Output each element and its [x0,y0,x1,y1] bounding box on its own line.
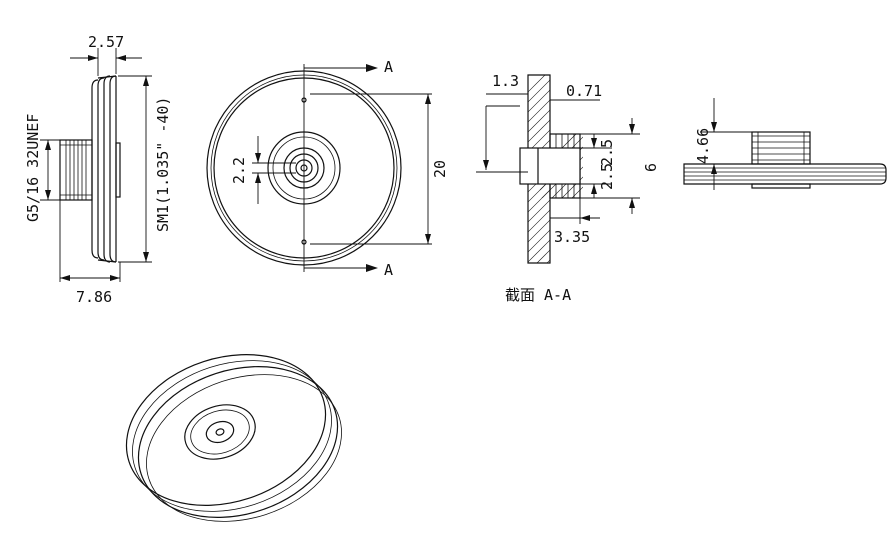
dim-hole-diameter: 2.2 [230,157,248,184]
section-marker-bottom: A [384,261,393,279]
dim-section-thread: 6 [642,163,660,172]
dim-side-width: 2.57 [88,33,124,51]
dim-section-depth: 0.71 [566,82,602,100]
section-marker-top: A [384,58,393,76]
dim-section-inner-lower: 2.5 [598,163,616,190]
sm1-thread-label: SM1(1.035" -40) [154,97,172,232]
thread-spec-label: G5/16 32UNEF [24,114,42,222]
right-view: 4.66 [683,98,887,190]
isometric-view [125,354,342,522]
section-caption: 截面 A-A [505,286,571,304]
dim-total-length: 7.86 [76,288,112,306]
section-view: 1.3 0.71 2.5 2.5 6 3.35 截面 A-A [476,72,660,304]
dim-section-length: 3.35 [554,228,590,246]
dim-outer-diameter: 20 [431,160,449,178]
dim-section-flange: 1.3 [492,72,519,90]
front-view: A A 20 2.2 [206,58,449,279]
side-view: 2.57 7.86 G5/16 32UNEF SM1(1.035" -40) [24,33,172,306]
dim-section-inner: 2.5 [598,139,616,166]
dim-right-height: 4.66 [694,128,712,164]
